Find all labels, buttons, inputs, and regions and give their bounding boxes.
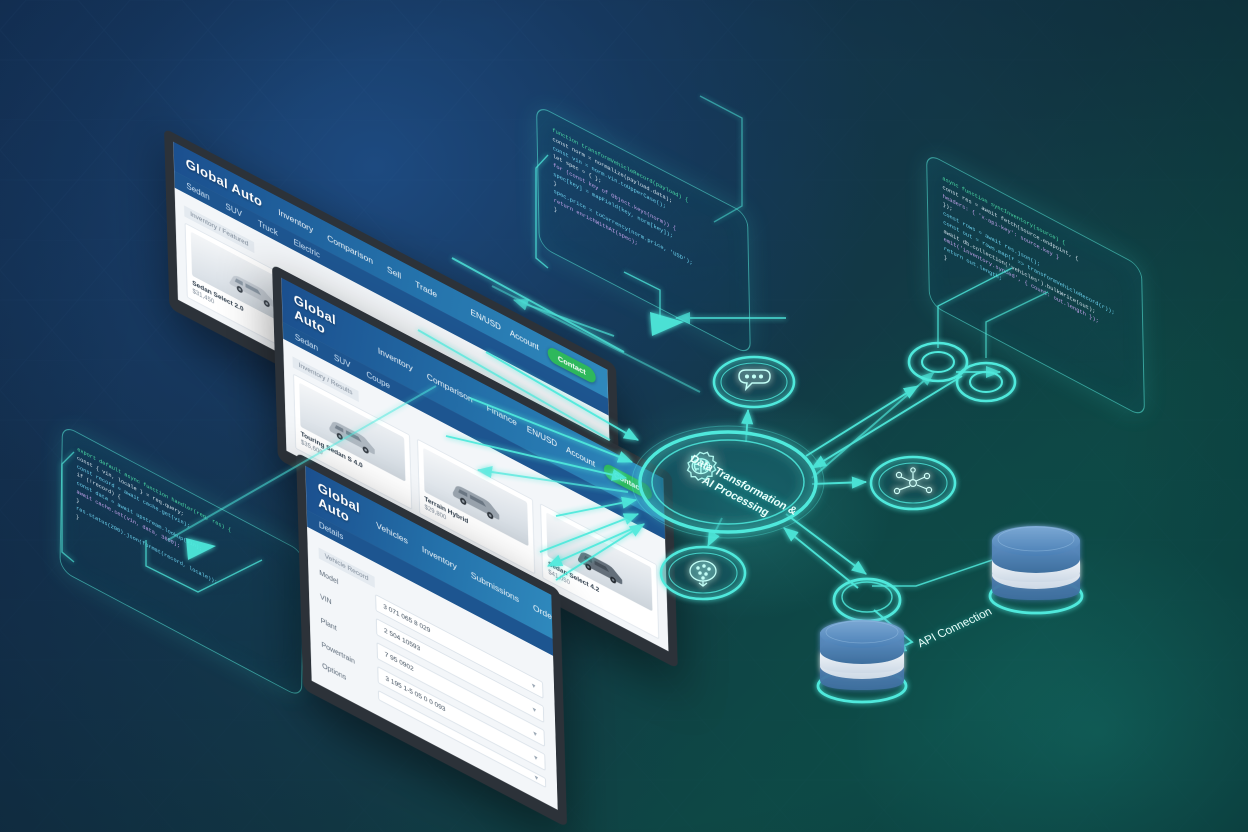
locale-selector[interactable]: EN/USD xyxy=(526,423,558,449)
chevron-down-icon: ▾ xyxy=(532,705,537,715)
vehicle-photo xyxy=(422,447,529,547)
nav-item[interactable]: Orders xyxy=(532,601,558,626)
nav-item[interactable]: Inventory xyxy=(421,543,457,572)
vehicle-photo xyxy=(190,231,315,340)
account-link[interactable]: Account xyxy=(565,444,596,469)
field-value: 7 95 0902 xyxy=(384,651,414,674)
chevron-down-icon: ▾ xyxy=(533,753,538,763)
chevron-down-icon: ▾ xyxy=(534,774,539,783)
car-icon xyxy=(229,275,276,308)
nav-item[interactable]: Sell xyxy=(386,263,402,281)
nav-item[interactable]: Comparison xyxy=(426,370,473,405)
vehicle-card[interactable]: Sedan Select 2.0 $31,450 xyxy=(184,222,321,368)
nav-item[interactable]: Finance xyxy=(486,402,518,429)
car-icon xyxy=(452,485,500,520)
nav-item[interactable]: Vehicles xyxy=(376,519,409,547)
chevron-down-icon: ▾ xyxy=(531,681,536,691)
nav-item[interactable]: Inventory xyxy=(377,345,413,374)
vehicle-card[interactable]: Terrain Hybrid $29,800 xyxy=(416,438,536,575)
chevron-down-icon: ▾ xyxy=(533,729,537,739)
nav-item[interactable]: Trade xyxy=(415,277,438,300)
